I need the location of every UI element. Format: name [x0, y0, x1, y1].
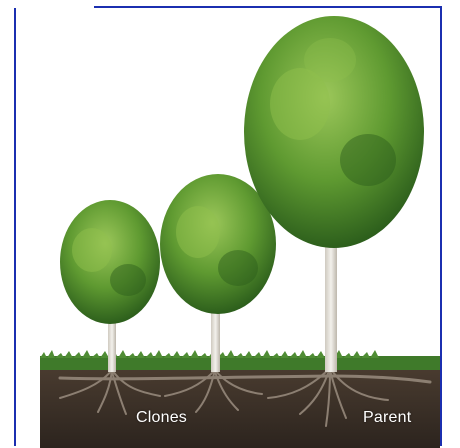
clones-label: Clones: [136, 409, 187, 427]
parent-label: Parent: [363, 409, 411, 427]
clone-1-crown: [60, 200, 160, 324]
grass-strip: [40, 356, 440, 370]
parent-crown: [244, 16, 424, 248]
